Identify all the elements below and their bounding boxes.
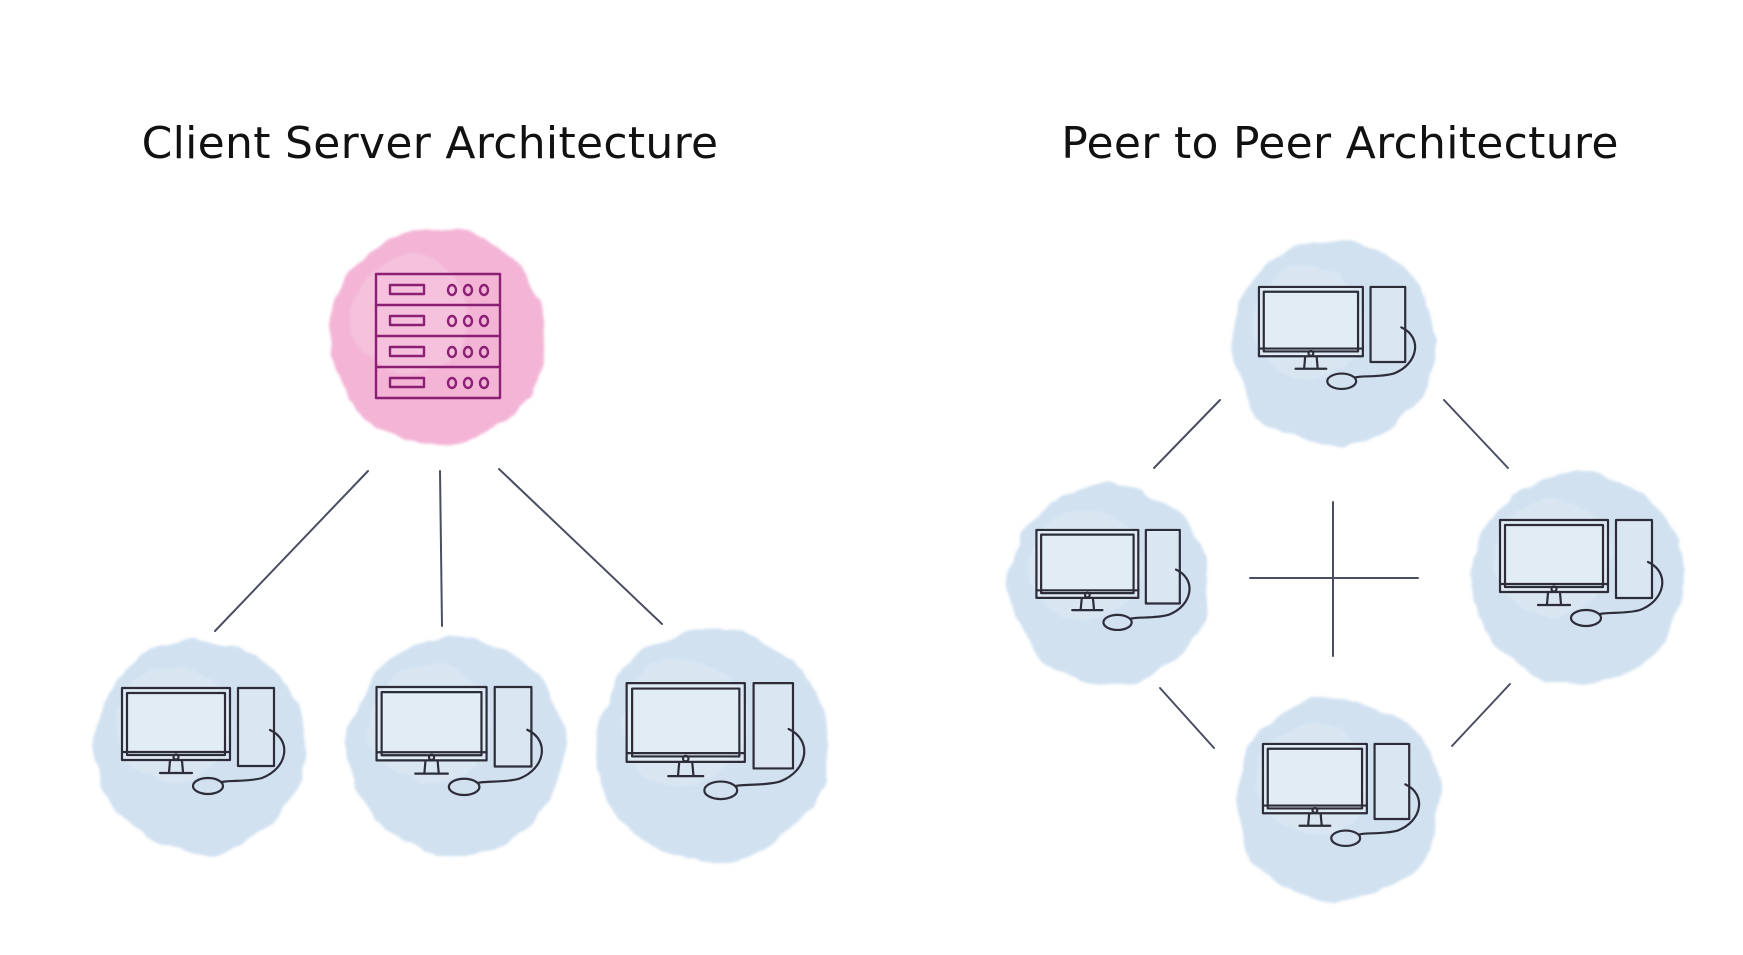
peer-connector [1153, 399, 1221, 469]
peer-connector [1451, 683, 1511, 747]
desktop-computer-icon [1257, 285, 1417, 391]
desktop-computer-icon [1035, 528, 1191, 632]
desktop-computer-icon [120, 686, 286, 796]
client-server-connector [214, 470, 369, 632]
desktop-computer-icon [375, 685, 543, 797]
server-rack-icon [374, 272, 502, 400]
peer-connector [1159, 687, 1215, 749]
peer-connector [1443, 399, 1509, 469]
client-server-title: Client Server Architecture [141, 118, 719, 169]
peer-to-peer-diagram [1010, 241, 1684, 902]
client-server-connector [498, 468, 663, 625]
desktop-computer-icon [1261, 742, 1421, 848]
desktop-computer-icon [1498, 518, 1664, 628]
desktop-computer-icon [625, 681, 806, 801]
client-server-diagram [94, 228, 828, 862]
client-server-connector [439, 470, 443, 627]
peer-to-peer-title: Peer to Peer Architecture [1061, 118, 1619, 169]
